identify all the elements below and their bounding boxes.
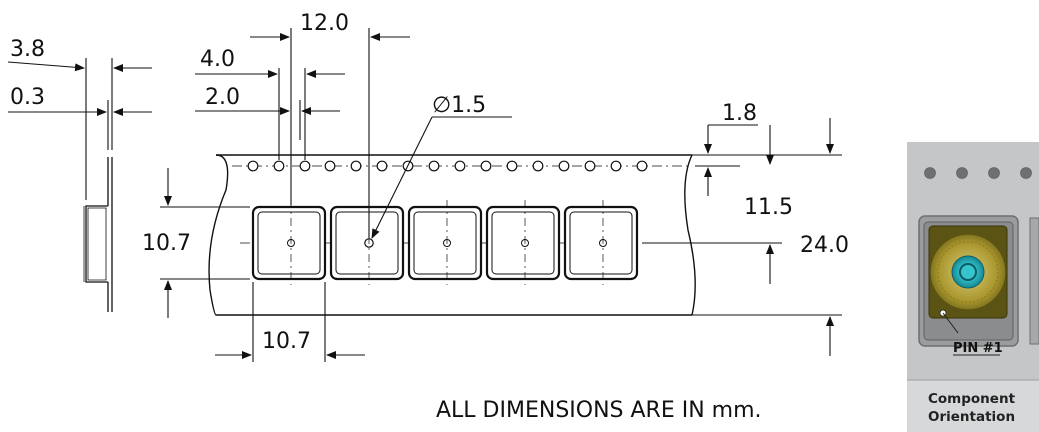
sprocket-hole (636, 160, 648, 172)
dim-3.8-label: 3.8 (10, 37, 45, 62)
dim-dia-1.5-label: ∅1.5 (432, 93, 486, 118)
dim-12.0-label: 12.0 (300, 11, 349, 36)
dim-10.7-vertical (160, 168, 250, 318)
pocket (563, 205, 639, 281)
sprocket-hole (480, 160, 492, 172)
sprocket-hole (506, 160, 518, 172)
pockets (251, 205, 639, 281)
dim-2.0-label: 2.0 (205, 85, 240, 110)
pin1-label: PIN #1 (953, 341, 1003, 356)
dim-10.7-horizontal (215, 282, 365, 362)
sprocket-hole (273, 160, 285, 172)
sprocket-hole (376, 160, 388, 172)
sprocket-holes (247, 160, 648, 172)
orientation-caption-line1: Component (928, 391, 1016, 407)
orientation-caption-line2: Orientation (928, 409, 1015, 425)
dim-11.5-label: 11.5 (744, 195, 793, 220)
dim-11.5 (642, 125, 782, 284)
dim-12.0 (250, 28, 410, 238)
dim-24.0-label: 24.0 (800, 233, 849, 258)
component-orientation-inset: PIN #1 Component Orientation (907, 142, 1039, 432)
diameter-value: 1.5 (451, 93, 486, 118)
dim-0.3-label: 0.3 (10, 85, 45, 110)
sprocket-hole (428, 160, 440, 172)
pocket (485, 205, 561, 281)
inset-sprocket-holes (924, 167, 1032, 179)
dim-0.3 (8, 100, 152, 150)
sprocket-hole (324, 160, 336, 172)
sprocket-hole (454, 160, 466, 172)
sprocket-hole (584, 160, 596, 172)
side-view (83, 157, 113, 312)
carrier-tape (208, 154, 696, 316)
dim-4.0 (195, 68, 345, 160)
units-note: ALL DIMENSIONS ARE IN mm. (436, 398, 762, 423)
dim-24.0 (692, 118, 842, 356)
dim-3.8 (7, 58, 152, 200)
dim-1.8 (695, 124, 758, 196)
dim-10.7-horizontal-label: 10.7 (262, 329, 311, 354)
dim-dia-1.5 (371, 116, 512, 239)
sprocket-hole (532, 160, 544, 172)
pocket (251, 205, 327, 281)
dim-1.8-label: 1.8 (722, 101, 757, 126)
sprocket-hole (558, 160, 570, 172)
sprocket-hole (350, 160, 362, 172)
sprocket-hole (247, 160, 259, 172)
dim-2.0 (195, 100, 340, 140)
sprocket-hole (299, 160, 311, 172)
dim-10.7-vertical-label: 10.7 (142, 231, 191, 256)
pocket-vertical-centerlines (290, 200, 604, 285)
sprocket-hole (610, 160, 622, 172)
component-icon (928, 225, 1008, 319)
dim-4.0-label: 4.0 (200, 47, 235, 72)
pocket (329, 205, 405, 281)
diameter-symbol: ∅ (432, 93, 451, 118)
pocket (407, 205, 483, 281)
